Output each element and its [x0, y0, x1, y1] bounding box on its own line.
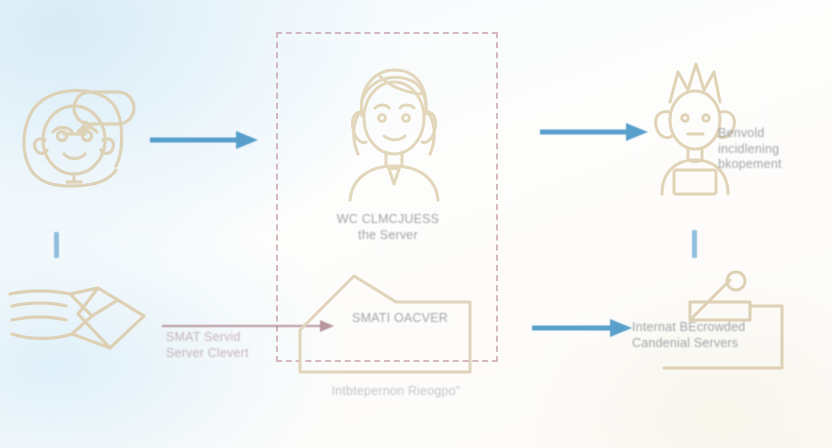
diagram-caption: Intbtepernon Rieogpo" [331, 384, 461, 398]
server-rack-icon [662, 270, 784, 370]
node-developer-label: Benvold incidlening bkopement [718, 126, 782, 172]
house-server-icon [298, 274, 472, 374]
connector-left-vertical [54, 232, 59, 258]
node-handshake-label: SMAT Servid Server Clevert [166, 330, 249, 360]
node-developer[interactable] [640, 58, 750, 200]
node-central-person-label: WC CLMCJUESS the Server [336, 212, 440, 242]
person-avatar-icon [348, 68, 440, 202]
face-with-speech-bubble-icon [22, 88, 136, 188]
node-handshake[interactable] [6, 272, 152, 358]
node-user-speaking[interactable] [12, 78, 137, 190]
node-server-house[interactable] [292, 268, 484, 376]
arrow-house-to-servers [532, 319, 632, 337]
node-internet-servers-label: Internat BEcrowded Candenial Servers [632, 320, 746, 350]
node-central-person[interactable] [318, 60, 458, 208]
highlight-region-dashed-box [276, 32, 498, 362]
node-server-house-label: SMATI OACVER [352, 311, 448, 325]
handshake-icon [8, 286, 146, 350]
person-at-laptop-icon [654, 62, 736, 196]
arrow-center-to-developer [540, 123, 648, 141]
connector-right-vertical [692, 230, 697, 258]
node-internet-servers[interactable] [620, 268, 790, 372]
arrow-user-to-center [150, 131, 258, 149]
arrow-handshake-to-house [162, 320, 334, 332]
